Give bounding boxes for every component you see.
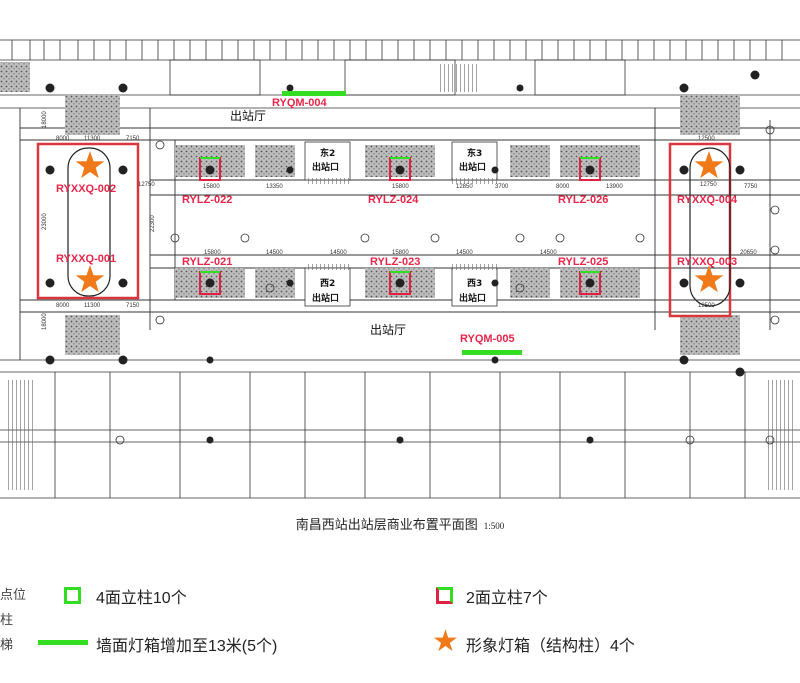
dimension-labels: 11300 8000 7150 11300 8000 7150 12500 12… [42, 111, 758, 330]
west3-exit-label: 出站口 [459, 292, 486, 304]
wall-lightbox-swatch [38, 640, 88, 645]
east3-exit-label: 出站口 [459, 161, 486, 173]
point-label-ryxxq-003: RYXXQ-003 [677, 256, 737, 268]
svg-text:14500: 14500 [266, 250, 283, 256]
legend-four-side-label: 4面立柱10个 [96, 590, 187, 607]
svg-text:15800: 15800 [204, 250, 221, 256]
upper-hall-label: 出站厅 [230, 109, 266, 123]
gate-hatch [452, 178, 497, 184]
point-label-rylz-025: RYLZ-025 [558, 256, 608, 268]
svg-text:13900: 13900 [606, 184, 623, 190]
east2-exit-label: 出站口 [312, 161, 339, 173]
svg-text:15800: 15800 [392, 184, 409, 190]
svg-text:14500: 14500 [330, 250, 347, 256]
svg-text:14500: 14500 [456, 250, 473, 256]
structural-columns [45, 70, 760, 444]
svg-text:8000: 8000 [56, 136, 70, 142]
hollow-columns [115, 125, 780, 445]
point-label-rylz-024: RYLZ-024 [368, 194, 419, 206]
point-label-rylz-023: RYLZ-023 [370, 256, 420, 268]
svg-text:11300: 11300 [84, 303, 101, 309]
svg-text:20650: 20650 [740, 250, 757, 256]
legend-two-side-label: 2面立柱7个 [466, 590, 548, 607]
floor-plan-drawing: 出站厅 出站厅 东2 出站口 东3 出站口 西2 出站口 西3 出站口 1130… [0, 39, 800, 499]
svg-text:8000: 8000 [556, 184, 570, 190]
hatched-block [0, 62, 30, 92]
legend-cut-text-1: 点位 [0, 587, 27, 602]
west3-label: 西3 [467, 278, 482, 289]
point-label-rylz-021: RYLZ-021 [182, 256, 232, 268]
west2-exit-label: 出站口 [312, 292, 339, 304]
stair-block [766, 380, 794, 490]
west2-label: 西2 [320, 278, 335, 289]
svg-text:12850: 12850 [456, 184, 473, 190]
top-shop-band [0, 39, 800, 109]
point-label-ryqm-005: RYQM-005 [460, 333, 515, 345]
svg-text:7150: 7150 [126, 136, 140, 142]
legend-cut-text-3: 梯 [0, 637, 14, 652]
svg-text:12500: 12500 [698, 136, 715, 142]
svg-text:12750: 12750 [700, 182, 717, 188]
east3-label: 东3 [467, 147, 482, 159]
bottom-shop-band [0, 359, 800, 499]
point-label-ryqm-004: RYQM-004 [272, 97, 327, 109]
image-box-frame-east [668, 142, 732, 318]
svg-text:7150: 7150 [126, 303, 140, 309]
caption-scale: 1:500 [483, 521, 505, 531]
hatched-zones [65, 95, 740, 355]
svg-text:3700: 3700 [495, 184, 509, 190]
pillar-markers [199, 157, 601, 295]
legend-wall-box-label: 墙面灯箱增加至13米(5个) [96, 638, 278, 655]
svg-text:13350: 13350 [266, 184, 283, 190]
east2-label: 东2 [320, 147, 335, 159]
four-side-pillar-swatch [64, 587, 81, 604]
svg-text:18000: 18000 [42, 111, 48, 128]
two-side-pillar-swatch [436, 587, 453, 604]
exit-blocks [304, 141, 498, 307]
svg-text:23000: 23000 [42, 213, 48, 230]
svg-text:7750: 7750 [744, 184, 758, 190]
caption-title: 南昌西站出站层商业布置平面图 [295, 517, 478, 532]
svg-text:18000: 18000 [42, 313, 48, 330]
svg-text:15800: 15800 [392, 250, 409, 256]
gate-hatch [452, 264, 497, 270]
gate-hatch [305, 264, 350, 270]
lower-hall-label: 出站厅 [370, 323, 406, 337]
oval-outline-east [689, 147, 731, 307]
point-label-ryxxq-002: RYXXQ-002 [56, 183, 116, 195]
legend-cut-text-2: 柱 [0, 612, 14, 627]
legend-image-box-label: 形象灯箱（结构柱）4个 [466, 638, 635, 655]
point-label-rylz-026: RYLZ-026 [558, 194, 608, 206]
svg-text:14500: 14500 [540, 250, 557, 256]
stair-block [6, 380, 36, 490]
oval-outline-west [67, 147, 111, 297]
svg-text:11300: 11300 [84, 136, 101, 142]
svg-text:22300: 22300 [150, 215, 156, 232]
star-icon: ★ [432, 625, 459, 658]
point-label-rylz-022: RYLZ-022 [182, 194, 232, 206]
image-box-frame-west [36, 142, 140, 300]
svg-text:15800: 15800 [203, 184, 220, 190]
wall-lightbox-ryqm-004 [282, 91, 346, 96]
wall-lightbox-ryqm-005 [462, 350, 522, 355]
stair-block [440, 64, 480, 92]
point-label-ryxxq-001: RYXXQ-001 [56, 253, 116, 265]
gate-hatch [305, 178, 350, 184]
point-label-ryxxq-004: RYXXQ-004 [677, 194, 738, 206]
svg-text:8000: 8000 [56, 303, 70, 309]
svg-text:12750: 12750 [138, 182, 155, 188]
drawing-caption: 南昌西站出站层商业布置平面图 1:500 [0, 514, 800, 533]
image-lightbox-stars [75, 151, 724, 293]
